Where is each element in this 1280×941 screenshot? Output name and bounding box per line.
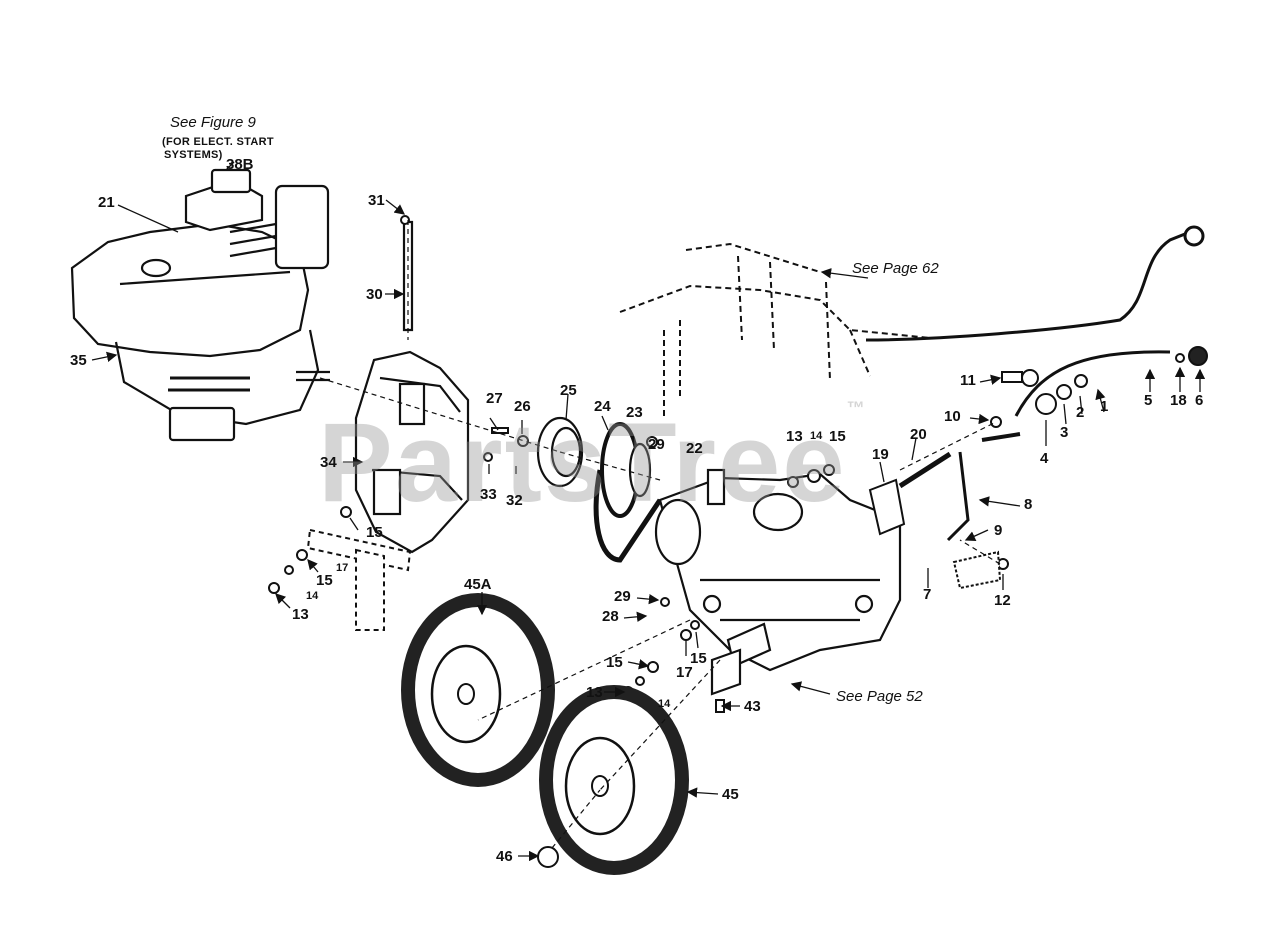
hitch-plate [306, 528, 412, 631]
callout-15: 15 [829, 428, 846, 445]
callout-14: 14 [810, 430, 823, 442]
callout-20: 20 [910, 426, 927, 443]
callout-21: 21 [98, 194, 115, 211]
callout-45: 45 [722, 786, 739, 803]
callout-26: 26 [514, 398, 531, 415]
note-elect-start-1: (FOR ELECT. START [162, 136, 274, 148]
note-elect-start-2: SYSTEMS) [164, 149, 223, 161]
callout-9: 9 [994, 522, 1003, 539]
callout-45a: 45A [464, 576, 492, 593]
explosion-lines [319, 220, 1001, 849]
callout-23: 23 [626, 404, 643, 421]
callout-10: 10 [944, 408, 961, 425]
shift-rod [865, 225, 1205, 417]
callout-30: 30 [366, 286, 383, 303]
callout-18: 18 [1170, 392, 1187, 409]
callout-17-left: 17 [336, 562, 349, 574]
callout-24: 24 [594, 398, 611, 415]
callout-15-bottom: 15 [606, 654, 623, 671]
callout-46: 46 [496, 848, 513, 865]
callout-13-bottom: 13 [586, 684, 603, 701]
callout-15-bracket: 15 [366, 524, 383, 541]
watermark-text: PartsTree [318, 400, 847, 525]
callout-29-bottom: 29 [614, 588, 631, 605]
callout-27: 27 [486, 390, 503, 407]
callout-43: 43 [744, 698, 761, 715]
note-see-page-52: See Page 52 [836, 688, 923, 705]
watermark-trademark: ™ [846, 398, 867, 418]
callout-19: 19 [872, 446, 889, 463]
callout-29-top: 29 [648, 436, 665, 453]
callout-17-trans: 17 [676, 664, 693, 681]
callout-7: 7 [923, 586, 932, 603]
callout-15-trans: 15 [690, 650, 707, 667]
engine [70, 168, 330, 442]
callout-2: 2 [1076, 404, 1085, 421]
wheel-45a [401, 593, 555, 787]
note-see-figure-9: See Figure 9 [170, 114, 256, 131]
note-see-page-62: See Page 62 [852, 260, 939, 277]
callout-15-left: 15 [316, 572, 333, 589]
callout-35: 35 [70, 352, 87, 369]
callout-33: 33 [480, 486, 497, 503]
callout-8: 8 [1024, 496, 1033, 513]
small-parts [268, 215, 1208, 868]
callout-13-left: 13 [292, 606, 309, 623]
callout-4: 4 [1040, 450, 1049, 467]
handle-frame [619, 242, 931, 420]
callout-22: 22 [686, 440, 703, 457]
callout-11: 11 [960, 372, 976, 389]
callout-14-left: 14 [306, 590, 319, 602]
callout-1: 1 [1100, 398, 1109, 415]
watermark: PartsTree™ [318, 398, 867, 527]
callout-12: 12 [994, 592, 1011, 609]
callout-31: 31 [368, 192, 385, 209]
callout-38b: 38B [226, 156, 254, 173]
callout-28: 28 [602, 608, 619, 625]
wheel-45 [539, 685, 689, 875]
callout-6: 6 [1195, 392, 1204, 409]
callout-34: 34 [320, 454, 337, 471]
callout-5: 5 [1144, 392, 1153, 409]
leader-lines [91, 161, 1206, 862]
callout-3: 3 [1060, 424, 1069, 441]
transmission [654, 468, 902, 696]
callout-32: 32 [506, 492, 523, 509]
callout-25: 25 [560, 382, 577, 399]
callout-14-bottom: 14 [658, 698, 671, 710]
callout-13: 13 [786, 428, 803, 445]
